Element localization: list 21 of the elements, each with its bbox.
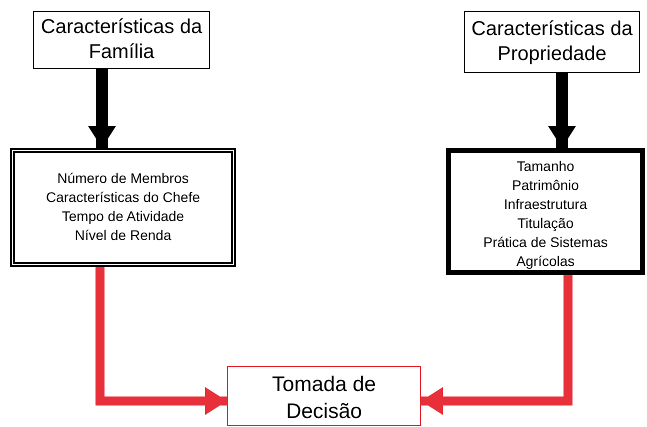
text-box — [464, 11, 640, 73]
box-label: Tomada de Decisão — [271, 372, 377, 425]
list-item: Titulação — [516, 214, 575, 233]
list-item: Patrimônio — [511, 176, 580, 195]
box-label: Características da Propriedade — [470, 17, 634, 67]
box-label: Características da Família — [40, 15, 204, 65]
text-box — [33, 11, 210, 69]
arrow — [548, 73, 576, 148]
list-item: Nível de Renda — [74, 226, 172, 245]
list-item: Tamanho — [516, 157, 576, 176]
arrow — [421, 275, 572, 415]
arrow — [96, 267, 227, 415]
list-item: Prática de Sistemas Agrícolas — [482, 233, 609, 271]
text-box — [446, 148, 645, 275]
list-item: Infraestrutura — [502, 195, 588, 214]
list-item: Tempo de Atividade — [60, 207, 186, 226]
list-item: Características do Chefe — [44, 188, 202, 207]
list-item: Número de Membros — [56, 169, 190, 188]
text-box — [227, 366, 421, 426]
text-box — [10, 148, 236, 267]
arrow — [88, 69, 116, 148]
